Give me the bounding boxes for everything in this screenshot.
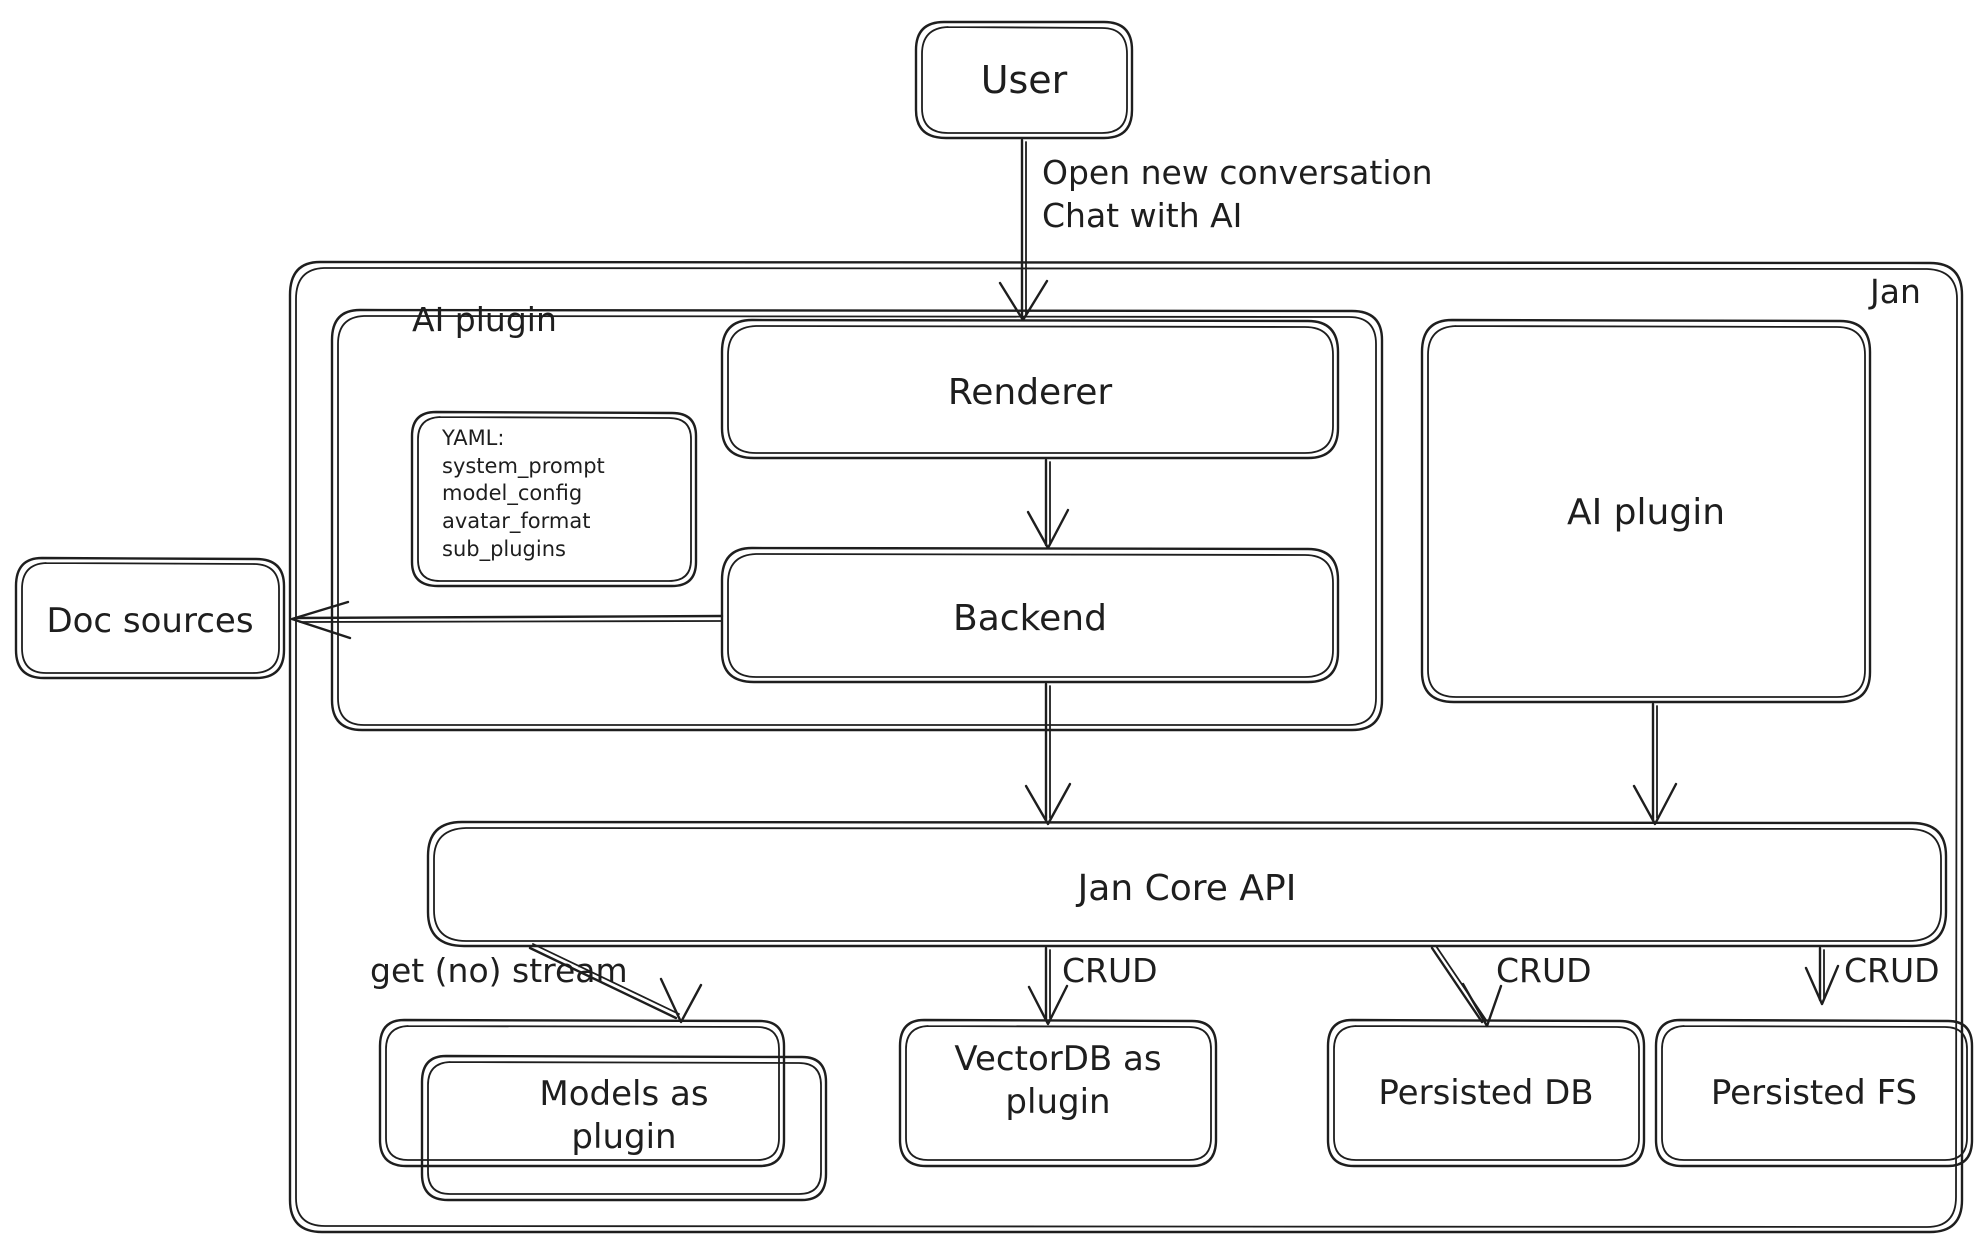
edge-backend-to-jan-core-api (1024, 682, 1072, 826)
yaml-card-outline (410, 410, 698, 588)
edge-jan-core-api-to-models (528, 943, 703, 1024)
edge-ai-plugin-to-jan-core-api (1632, 702, 1678, 826)
node-user[interactable] (916, 22, 1132, 138)
edge-jan-core-api-to-vectordb (1027, 946, 1069, 1026)
edge-backend-to-doc-sources (290, 600, 724, 640)
node-models-as-plugin[interactable] (422, 1056, 826, 1200)
node-jan-core-api[interactable] (428, 822, 1946, 946)
node-ai-plugin-right[interactable] (1422, 320, 1870, 702)
node-persisted-db-outline (1326, 1018, 1646, 1168)
yaml-card[interactable] (412, 412, 696, 586)
edge-jan-core-api-to-persisted-fs (1804, 946, 1840, 1006)
node-persisted-db[interactable] (1328, 1020, 1644, 1166)
node-user-outline (914, 20, 1134, 140)
node-backend-outline (720, 546, 1340, 684)
node-jan-core-api-outline (426, 820, 1948, 948)
node-backend[interactable] (722, 548, 1338, 682)
node-ai-plugin-right-outline (1420, 318, 1872, 704)
edge-renderer-to-backend (1026, 458, 1070, 550)
node-doc-sources-outline (14, 556, 286, 680)
container-jan-outline (288, 260, 1964, 1234)
node-models-as-plugin-outline (378, 1018, 828, 1202)
edge-user-to-renderer (998, 138, 1049, 322)
node-vectordb-as-plugin[interactable] (900, 1020, 1216, 1166)
node-doc-sources[interactable] (16, 558, 284, 678)
container-ai-plugin-group-outline (330, 308, 1384, 732)
edge-jan-core-api-to-persisted-db (1430, 945, 1503, 1028)
node-persisted-fs-outline (1654, 1018, 1974, 1168)
node-persisted-fs[interactable] (1656, 1020, 1972, 1166)
node-vectordb-as-plugin-outline (898, 1018, 1218, 1168)
node-renderer-outline (720, 318, 1340, 460)
node-renderer[interactable] (722, 320, 1338, 458)
